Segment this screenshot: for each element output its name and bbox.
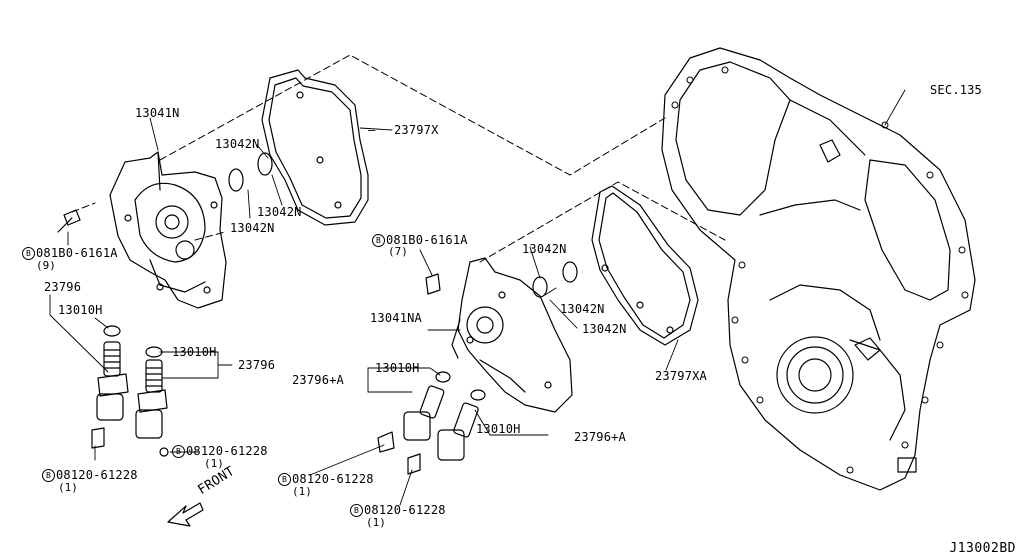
bolt-badge: B — [278, 473, 291, 486]
solenoid-valve-left-a — [92, 326, 128, 448]
bolt-part-number: 08120-61228 — [292, 472, 374, 486]
label-13010h-d: 13010H — [476, 422, 521, 436]
solenoid-valve-mid-b — [408, 390, 485, 474]
leader-lines — [50, 90, 905, 505]
qty-bolt-08120-3: (1) — [292, 485, 312, 498]
qty-bolt-081b0-7: (7) — [388, 245, 408, 258]
front-arrow-icon — [168, 503, 203, 526]
label-sec135: SEC.135 — [930, 83, 982, 97]
label-13042n-e: 13042N — [560, 302, 605, 316]
label-13010h-a: 13010H — [58, 303, 103, 317]
qty-bolt-081b0-9: (9) — [36, 259, 56, 272]
bolt-part-number: 081B0-6161A — [386, 233, 468, 247]
bolt-badge: B — [22, 247, 35, 260]
qty-bolt-08120-2: (1) — [58, 481, 78, 494]
label-23796-a: 23796 — [44, 280, 82, 294]
gasket-23797xa — [592, 186, 698, 345]
o-rings-middle — [533, 262, 577, 297]
bolt-part-number: 08120-61228 — [186, 444, 268, 458]
o-rings-left — [229, 153, 272, 191]
label-13042n-a: 13042N — [215, 137, 260, 151]
label-13042n-d: 13042N — [522, 242, 567, 256]
label-23796-b: 23796 — [238, 358, 276, 372]
alignment-dashed-lines — [72, 55, 725, 262]
label-13042n-b: 13042N — [257, 205, 302, 219]
bolt-badge: B — [42, 469, 55, 482]
label-13041na: 13041NA — [370, 311, 422, 325]
label-23797x-prefix: — — [368, 123, 376, 137]
label-13042n-f: 13042N — [582, 322, 627, 336]
qty-bolt-08120-4: (1) — [366, 516, 386, 529]
solenoid-valve-mid-a — [378, 372, 450, 452]
label-13041n: 13041N — [135, 106, 180, 120]
label-13010h-b: 13010H — [172, 345, 217, 359]
bolt-badge: B — [372, 234, 385, 247]
label-23797x: 23797X — [394, 123, 439, 137]
gasket-23797x — [262, 70, 368, 225]
bolt-part-number: 08120-61228 — [364, 503, 446, 517]
front-cover-left — [110, 152, 226, 308]
bolt-part-number: 081B0-6161A — [36, 246, 118, 260]
label-23797xa: 23797XA — [655, 369, 707, 383]
label-23796a-a: 23796+A — [292, 373, 344, 387]
bolts-small — [58, 210, 440, 294]
label-13010h-c: 13010H — [375, 361, 420, 375]
bolt-badge: B — [350, 504, 363, 517]
qty-bolt-08120-1: (1) — [204, 457, 224, 470]
engine-front-cover-sec135 — [662, 48, 975, 490]
bolt-part-number: 08120-61228 — [56, 468, 138, 482]
label-13042n-c: 13042N — [230, 221, 275, 235]
bolt-badge: B — [172, 445, 185, 458]
label-23796a-b: 23796+A — [574, 430, 626, 444]
solenoid-valve-left-b — [136, 347, 168, 456]
diagram-id: J13002BD — [949, 541, 1016, 556]
front-cover-middle — [452, 258, 572, 412]
